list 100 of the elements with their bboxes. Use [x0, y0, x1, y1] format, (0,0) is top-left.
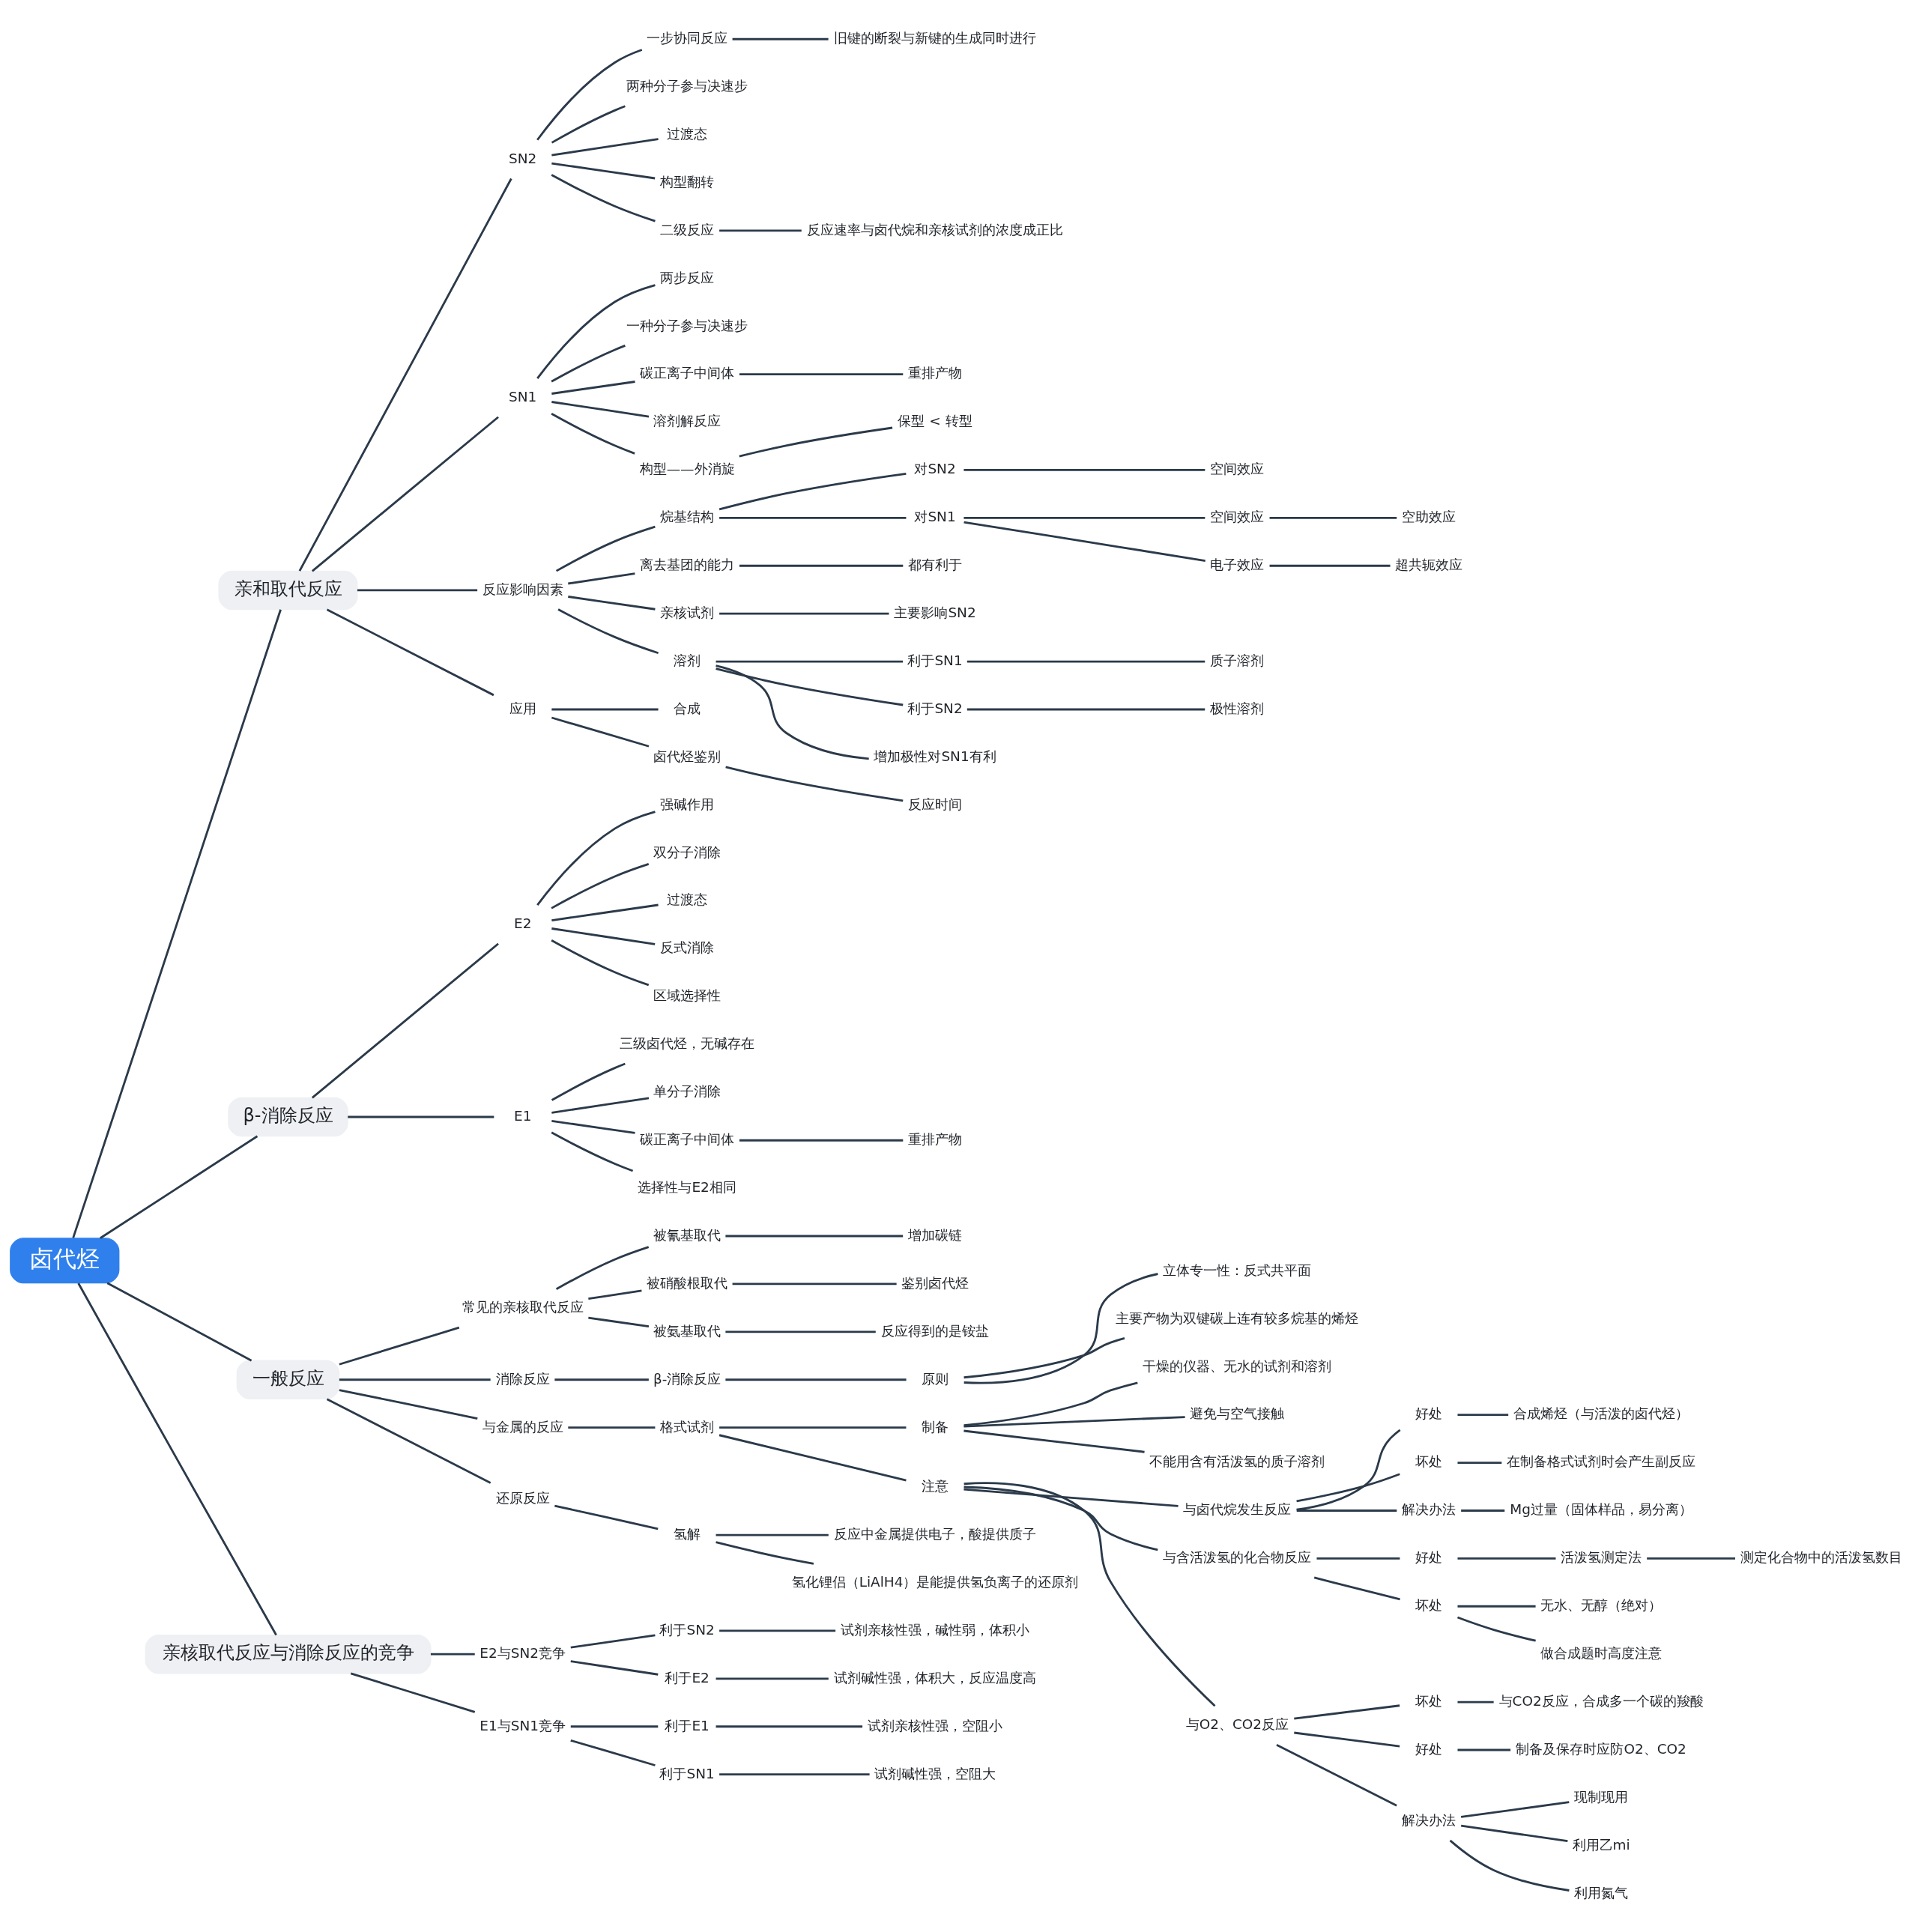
connector [732, 1283, 897, 1285]
node-text: 被氰基取代 [653, 1226, 721, 1243]
connector [536, 810, 656, 906]
connector [725, 1378, 907, 1381]
node-text: 做合成题时高度注意 [1540, 1644, 1663, 1661]
connector [339, 1378, 491, 1381]
node-text: 解决办法 [1402, 1811, 1456, 1828]
connector [1460, 1824, 1568, 1842]
node-text: 格式试剂 [660, 1418, 715, 1435]
connector [430, 1653, 475, 1656]
node-text: 氢化锂侣（LiAlH4）是能提供氢负离子的还原剂 [791, 1573, 1079, 1590]
connector [1647, 1557, 1735, 1560]
connector [1316, 1557, 1400, 1560]
connector [100, 1135, 258, 1239]
node-text: 利用乙mi [1572, 1836, 1630, 1853]
connector [1461, 1509, 1505, 1512]
node-text: 氢解 [674, 1525, 701, 1542]
node-text: 选择性与E2相同 [638, 1178, 736, 1195]
node-text: SN1 [509, 388, 537, 405]
connector [555, 1245, 650, 1290]
node-text: 利于SN2 [907, 700, 963, 716]
node-text: 反式消除 [660, 939, 715, 955]
node-text: 亲核试剂 [660, 604, 715, 620]
connector [963, 468, 1205, 471]
node-text: 一步协同反应 [647, 29, 728, 46]
connector [106, 1281, 252, 1361]
node-text: 区域选择性 [653, 987, 721, 1003]
node-box: β-消除反应 [228, 1097, 348, 1136]
node-text: 常见的亲核取代反应 [462, 1298, 584, 1315]
connector [72, 608, 282, 1238]
connector [339, 1388, 478, 1420]
node-text: 与金属的反应 [482, 1418, 563, 1435]
connector [963, 521, 1205, 562]
node-text: 与O2、CO2反应 [1185, 1716, 1289, 1732]
node-text: 对SN1 [914, 508, 956, 524]
node-text: 坏处 [1415, 1453, 1443, 1469]
connector [966, 708, 1205, 710]
node-text: 试剂亲核性强，空阻小 [868, 1717, 1003, 1733]
connector [719, 516, 907, 519]
connector [739, 564, 904, 567]
node-text: 不能用含有活泼氢的质子溶剂 [1149, 1453, 1325, 1469]
node-text: 烷基结构 [660, 508, 715, 524]
connector [716, 1540, 814, 1565]
connector [963, 1336, 1125, 1378]
node-text: 超共轭效应 [1395, 556, 1463, 572]
connector [739, 372, 904, 375]
connector [554, 1378, 649, 1381]
connector [716, 1677, 829, 1680]
connector [551, 400, 650, 417]
connector [1276, 1743, 1397, 1806]
node-text: 无水、无醇（绝对） [1540, 1596, 1663, 1613]
connector [557, 608, 659, 654]
connector [570, 1634, 656, 1649]
node-text: 合成烯烃（与活泼的卤代烃） [1513, 1405, 1689, 1421]
node-text: 活泼氢测定法 [1561, 1548, 1642, 1565]
connector [1457, 1461, 1502, 1464]
node-box: 亲和取代反应 [218, 570, 358, 610]
connector [716, 1533, 829, 1536]
node-text: 两步反应 [660, 269, 715, 285]
node-text: 一种分子参与决速步 [626, 317, 748, 333]
connector [551, 903, 659, 921]
connector [551, 137, 659, 157]
node-text: SN2 [509, 150, 537, 166]
node-text: 坏处 [1415, 1692, 1443, 1709]
node-text: 合成 [674, 700, 701, 716]
connector [1457, 1605, 1536, 1608]
connector [963, 516, 1205, 519]
connector [725, 1330, 876, 1333]
connector [719, 1433, 907, 1482]
connector [568, 1426, 656, 1429]
connector [725, 1235, 904, 1237]
node-text: 干燥的仪器、无水的试剂和溶剂 [1143, 1357, 1332, 1374]
node-text: 构型翻转 [660, 173, 715, 190]
connector [554, 1504, 659, 1530]
node-text: 卤代烃鉴别 [653, 748, 721, 764]
node-text: 三级卤代烃，无碱存在 [620, 1035, 755, 1051]
node-text: 利于SN1 [659, 1765, 715, 1781]
connector [739, 1139, 904, 1142]
connector [1269, 564, 1391, 567]
node-text: 消除反应 [495, 1370, 550, 1387]
connector [551, 927, 656, 945]
connector [568, 595, 656, 611]
node-text: 解决办法 [1402, 1501, 1456, 1517]
connector [1313, 1576, 1400, 1600]
connector [739, 426, 893, 458]
connector [1460, 1800, 1570, 1818]
connector [1269, 516, 1397, 519]
node-text: 空间效应 [1210, 460, 1265, 476]
node-text: 避免与空气接触 [1190, 1405, 1285, 1421]
connector [716, 660, 904, 662]
connector [570, 1659, 659, 1676]
connector [963, 1381, 1138, 1426]
node-text: 主要产物为双键碳上连有较多烷基的烯烃 [1116, 1309, 1359, 1326]
connector [326, 608, 494, 696]
node-text: 应用 [509, 700, 536, 716]
connector [1457, 1748, 1511, 1751]
connector [555, 525, 656, 572]
node-text: 利于E1 [665, 1717, 710, 1733]
node-text: 双分子消除 [653, 844, 721, 860]
connector [551, 1096, 650, 1114]
